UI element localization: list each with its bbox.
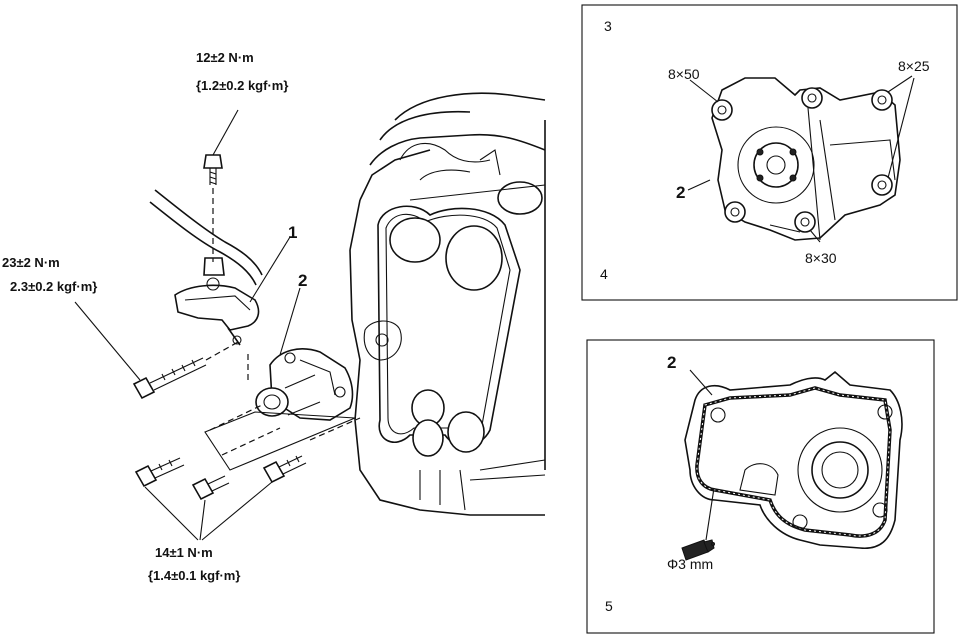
- top-bolt: [203, 154, 223, 185]
- crank-pulley-right: [447, 411, 485, 453]
- sealant-bead: [695, 386, 892, 538]
- bolt-size-8x30: 8×30: [805, 250, 837, 266]
- part-number-2: 2: [298, 271, 308, 290]
- pump-front-view: [711, 77, 901, 241]
- detail-box-top: [581, 4, 958, 301]
- engine-block: [349, 92, 546, 516]
- torque-upper-value: 12±2 N·m: [196, 50, 254, 65]
- detail-top-part-number: 2: [676, 183, 686, 202]
- cam-pulley-right: [445, 225, 503, 291]
- hose: [154, 189, 263, 276]
- bracket-part-1: [174, 257, 260, 346]
- crank-pulley-left: [412, 419, 444, 457]
- detail-box-bottom: [586, 339, 935, 634]
- sealant-bead-size: Φ3 mm: [667, 556, 714, 572]
- torque-upper-kgf: {1.2±0.2 kgf·m}: [196, 78, 289, 93]
- cap-circle: [497, 181, 543, 215]
- part-number-1: 1: [288, 223, 298, 242]
- sealant-tube-icon: [681, 539, 715, 561]
- step-number-4: 4: [600, 266, 608, 282]
- step-number-3: 3: [604, 18, 612, 34]
- torque-left-kgf: 2.3±0.2 kgf·m}: [10, 279, 98, 294]
- bolt-size-8x50: 8×50: [668, 66, 700, 82]
- bolt-size-8x25: 8×25: [898, 58, 930, 74]
- step-number-5: 5: [605, 598, 613, 614]
- timing-belt: [377, 205, 521, 447]
- torque-bottom-value: 14±1 N·m: [155, 545, 213, 560]
- bottom-bolts: [134, 455, 307, 501]
- left-bolt: [132, 357, 207, 400]
- water-pump: [255, 348, 354, 421]
- detail-bottom-part-number: 2: [667, 353, 677, 372]
- torque-left-value: 23±2 N·m: [2, 255, 60, 270]
- pump-rear-view: [684, 370, 903, 549]
- pump-bolts-top: [711, 87, 893, 233]
- cam-pulley-left: [389, 217, 441, 263]
- torque-bottom-kgf: {1.4±0.1 kgf·m}: [148, 568, 241, 583]
